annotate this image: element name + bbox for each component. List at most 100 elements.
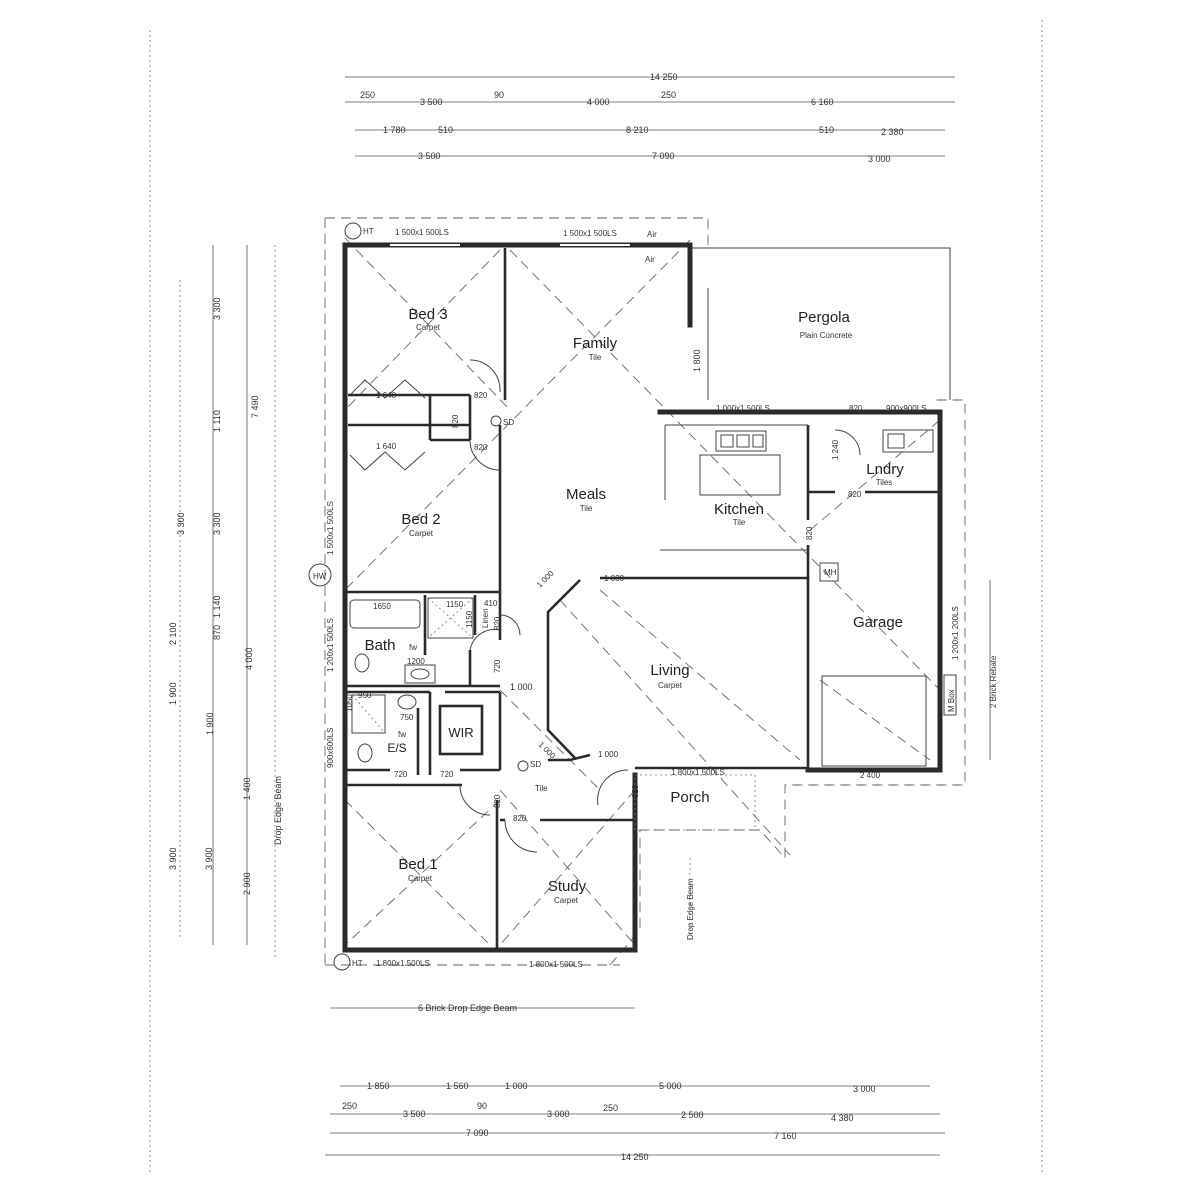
dim-es-950: 950 (358, 691, 372, 700)
dim-left-a2: 1 110 (212, 410, 222, 432)
room-name-garage: Garage (853, 614, 903, 631)
dim-left-a5: 870 (212, 625, 222, 640)
room-name-lndry: Lndry (866, 461, 904, 478)
window-es-side: 900x600LS (326, 728, 335, 768)
room-finish-lndry: Tiles (876, 478, 893, 487)
dim-left-c4: 3 300 (176, 512, 186, 535)
dim-door-820-porch: 820 (631, 784, 640, 798)
dim-es-1050: 1050 (345, 694, 354, 712)
dim-door-820-f: 820 (805, 526, 814, 540)
dim-top-r2-5: 250 (661, 90, 676, 100)
label-air-inner: Air (645, 255, 655, 264)
toilet-bath (354, 653, 370, 673)
dim-lndry-1240: 1 240 (831, 439, 840, 460)
dim-left-a8: 2 900 (242, 872, 252, 895)
dim-living-1030: 1 030 (604, 574, 625, 583)
room-name-wir: WIR (448, 725, 473, 740)
dim-top-r2-2: 3 500 (420, 97, 443, 107)
dim-top-r3-2: 510 (438, 125, 453, 135)
wall-garage (682, 409, 943, 773)
dim-left-a1: 3 300 (212, 297, 222, 320)
left-dimensions: 3 300 1 110 3 300 1 140 870 1 900 1 400 … (168, 245, 283, 960)
interior-walls (345, 248, 940, 950)
room-name-study: Study (548, 878, 587, 895)
room-finish-bed2: Carpet (409, 529, 434, 538)
dim-es-750: 750 (400, 713, 414, 722)
room-name-bath: Bath (365, 637, 396, 654)
dim-left-c1: 3 900 (168, 847, 178, 870)
pergola-area: Pergola Plain Concrete 1 800 (690, 247, 951, 400)
window-top-left: 1 500x1 500LS (395, 228, 449, 237)
label-mbox: M Box (947, 689, 956, 712)
dim-bot-r2-6: 2 500 (681, 1110, 704, 1120)
dim-top-r4-3: 3 000 (868, 154, 891, 164)
room-finish-pergola: Plain Concrete (800, 331, 853, 340)
label-drop-edge-beam-left: Drop Edge Beam (273, 776, 283, 845)
kitchen-sink (715, 430, 767, 452)
dim-top-r3-5: 2 380 (881, 127, 904, 137)
dim-left-b1: 7 490 (250, 395, 260, 418)
room-finish-living: Carpet (658, 681, 683, 690)
room-finish-kitchen: Tile (733, 518, 746, 527)
wall-north (342, 242, 693, 328)
room-name-living: Living (650, 662, 689, 679)
window-kitchen: 1 000x1 500LS (716, 404, 770, 413)
window-porch: 1 800x1 500LS (671, 768, 725, 777)
dim-top-r2-3: 90 (494, 90, 504, 100)
label-fw-bath: fw (409, 643, 417, 652)
fixture-labels: HT HT HW SD SD Air Air MH M Box fw fw (313, 227, 956, 968)
room-finish-bed1: Carpet (408, 874, 433, 883)
dim-left-a4: 1 140 (212, 595, 222, 618)
dim-living-1000: 1 000 (598, 750, 619, 759)
dim-door-820-a: 820 (474, 391, 488, 400)
dim-door-820-d: 820 (849, 404, 863, 413)
right-annotations: 2 Brick Rebate Drop Edge Beam (686, 580, 998, 940)
room-name-bed1: Bed 1 (398, 856, 437, 873)
label-fw-ensuite: fw (398, 730, 406, 739)
dim-top-r2-1: 250 (360, 90, 375, 100)
entry-finish: Tile (535, 784, 548, 793)
dim-hall-1000: 1 000 (510, 682, 533, 692)
label-air-top: Air (647, 230, 657, 239)
dim-top-r2-4: 4 000 (587, 97, 610, 107)
dim-bot-r2-1: 250 (342, 1101, 357, 1111)
dim-left-b3: 3 900 (204, 847, 214, 870)
label-hw: HW (313, 572, 327, 581)
wir-box (438, 704, 484, 756)
window-top-mid: 1 500x1 500LS (563, 229, 617, 238)
dim-diag-1000-b: 1 000 (537, 740, 558, 761)
window-bath-side: 1 200x1 500LS (326, 618, 335, 672)
dim-bot-r1-4: 5 000 (659, 1081, 682, 1091)
dim-shower-1150b: 1150 (465, 610, 474, 628)
room-name-porch: Porch (670, 789, 709, 806)
dim-top-r4-2: 7 090 (652, 151, 675, 161)
dim-left-a6: 1 900 (205, 712, 215, 735)
room-name-bed3: Bed 3 (408, 306, 447, 323)
dim-top-r3-4: 510 (819, 125, 834, 135)
dim-bot-r3-1: 7 090 (466, 1128, 489, 1138)
room-finish-study: Carpet (554, 896, 579, 905)
ht-circle-bottom (333, 953, 351, 971)
dim-top-r2-6: 6 160 (811, 97, 834, 107)
dim-top-r3-1: 1 780 (383, 125, 406, 135)
roof-lines (324, 217, 966, 966)
bottom-dimensions: 6 Brick Drop Edge Beam 1 850 1 560 1 000… (325, 1003, 945, 1162)
room-name-linen: Linen (481, 608, 490, 628)
fixtures (308, 222, 957, 971)
window-garage-side: 1 200x1 200LS (951, 606, 960, 660)
label-sd-top: SD (503, 418, 514, 427)
garage-door-outline (821, 675, 927, 767)
dim-shower-1150a: 1150 (446, 600, 464, 609)
dim-left-c2: 1 900 (168, 682, 178, 705)
dim-bot-r2-3: 90 (477, 1101, 487, 1111)
laundry-tub (882, 429, 934, 453)
manhole (819, 562, 839, 582)
vanity-basin (404, 664, 436, 684)
dim-top-r4-1: 3 500 (418, 151, 441, 161)
dim-bot-r1-2: 1 560 (446, 1081, 469, 1091)
room-name-es: E/S (387, 741, 406, 755)
label-2-brick-rebate: 2 Brick Rebate (989, 655, 998, 708)
exterior-walls (342, 242, 943, 953)
label-sd-bottom: SD (530, 760, 541, 769)
